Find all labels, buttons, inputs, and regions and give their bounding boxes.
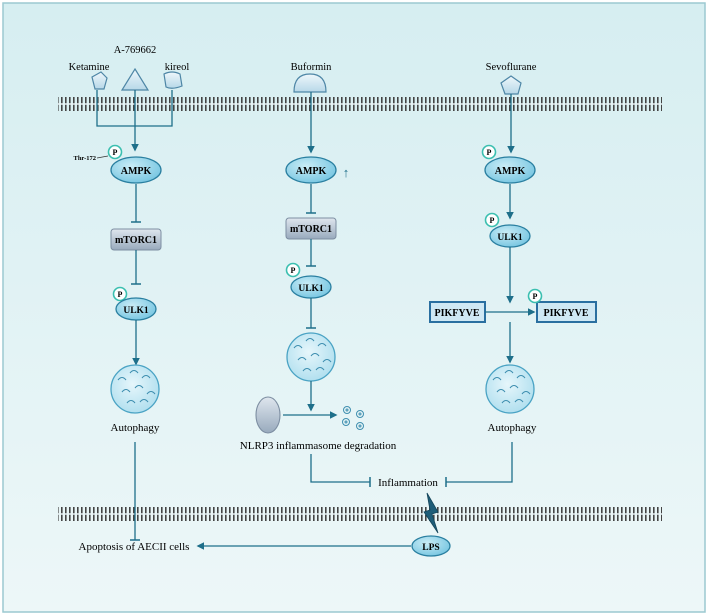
left-ulk1-phospho-label: P xyxy=(118,290,123,299)
top-membrane xyxy=(58,97,662,111)
bottom-membrane xyxy=(58,507,662,521)
right-ampk-node xyxy=(484,156,536,184)
middle-ampk-node xyxy=(285,156,337,184)
sevoflurane-label: Sevoflurane xyxy=(486,62,537,73)
right-autophagosome xyxy=(485,364,535,414)
ketamine-ligand xyxy=(91,71,108,90)
kireol-ligand xyxy=(163,71,183,89)
lps-bolt xyxy=(423,492,439,534)
inflammation-label: Inflammation xyxy=(378,477,438,489)
degraded-fragments xyxy=(342,406,364,430)
apoptosis-label: Apoptosis of AECII cells xyxy=(79,541,190,553)
middle-ulk1-phospho-label: P xyxy=(291,266,296,275)
right-autophagy-label: Autophagy xyxy=(488,422,537,434)
middle-ampk-up-arrow: ↑ xyxy=(343,165,350,180)
nlrp3-inflammasome xyxy=(255,396,281,434)
ketamine-label: Ketamine xyxy=(69,62,110,73)
buformin-ligand xyxy=(293,73,327,93)
left-ampk-node xyxy=(110,156,162,184)
pikfyve-label: PIKFYVE xyxy=(435,308,480,319)
left-ulk1-phospho xyxy=(112,286,128,302)
pikfyve-p-node xyxy=(536,301,597,323)
a769662-label: A-769662 xyxy=(114,45,157,56)
middle-ulk1-phospho xyxy=(285,262,301,278)
lps-node xyxy=(411,535,451,557)
middle-autophagosome xyxy=(286,332,336,382)
middle-mtorc1-label: mTORC1 xyxy=(290,224,332,235)
left-ampk-phospho-label: P xyxy=(113,148,118,157)
left-autophagy-label: Autophagy xyxy=(111,422,160,434)
pikfyve-phospho-label: P xyxy=(533,292,538,301)
nlrp3-inhibits-inflammation xyxy=(310,454,370,483)
left-autophagosome xyxy=(110,364,160,414)
middle-ulk1-label: ULK1 xyxy=(298,284,324,294)
right-ampk-phospho-label: P xyxy=(487,148,492,157)
pikfyve-p-label: PIKFYVE xyxy=(544,308,589,319)
left-ampk-label: AMPK xyxy=(121,166,152,177)
right-ampk-label: AMPK xyxy=(495,166,526,177)
left-ampk-phospho xyxy=(107,144,123,160)
nlrp3-degradation-label: NLRP3 inflammasome degradation xyxy=(240,440,397,452)
right-autophagy-inhibits-inflammation xyxy=(446,442,513,483)
lps-label: LPS xyxy=(422,543,439,553)
middle-ampk-label: AMPK xyxy=(296,166,327,177)
right-ampk-phospho xyxy=(481,144,497,160)
left-ulk1-label: ULK1 xyxy=(123,306,149,316)
right-ulk1-phospho-label: P xyxy=(490,216,495,225)
kireol-label: kireol xyxy=(165,62,190,73)
right-ulk1-label: ULK1 xyxy=(497,233,523,243)
thr172-label: Thr-172 xyxy=(73,155,96,162)
left-mtorc1-label: mTORC1 xyxy=(115,235,157,246)
right-ulk1-phospho xyxy=(484,212,500,228)
buformin-label: Buformin xyxy=(291,62,333,73)
thr172-pointer xyxy=(96,155,109,159)
pikfyve-phospho xyxy=(527,288,543,304)
